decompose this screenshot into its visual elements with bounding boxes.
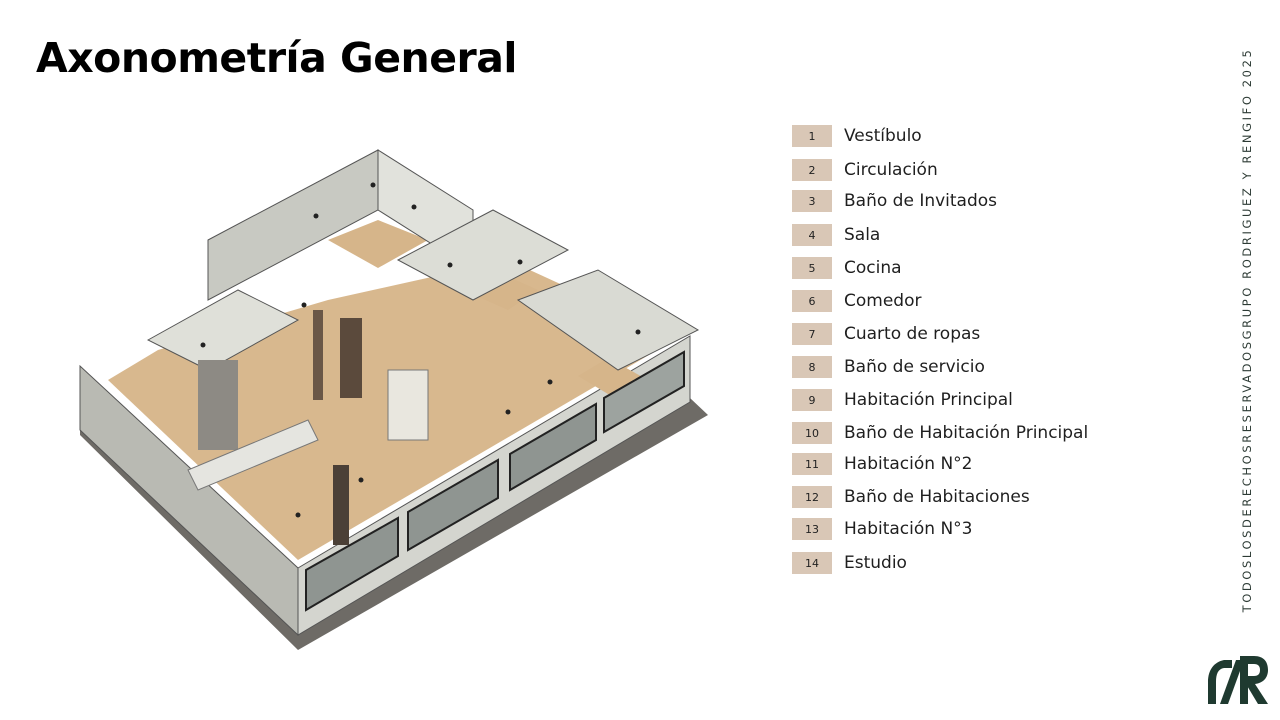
- copyright-vertical-text: TODOSLOSDERECHOSRESERVADOSGRUPO RODRIGUE…: [1240, 47, 1254, 613]
- legend-item: 13 Habitación N°3: [792, 517, 972, 541]
- legend-number: 2: [792, 159, 832, 181]
- legend-number: 11: [792, 453, 832, 475]
- legend-label: Circulación: [844, 160, 938, 180]
- legend-item: 6 Comedor: [792, 289, 921, 313]
- legend-item: 3 Baño de Invitados: [792, 189, 997, 213]
- legend-item: 5 Cocina: [792, 256, 902, 280]
- legend-item: 4 Sala: [792, 223, 880, 247]
- legend-number: 3: [792, 190, 832, 212]
- legend-label: Baño de Habitación Principal: [844, 423, 1089, 443]
- legend-label: Baño de servicio: [844, 357, 985, 377]
- legend-item: 8 Baño de servicio: [792, 355, 985, 379]
- legend-item: 12 Baño de Habitaciones: [792, 485, 1030, 509]
- legend-label: Habitación N°3: [844, 519, 973, 539]
- legend-item: 10 Baño de Habitación Principal: [792, 421, 1088, 445]
- legend-label: Sala: [844, 225, 881, 245]
- legend-item: 7 Cuarto de ropas: [792, 322, 980, 346]
- legend-number: 10: [792, 422, 832, 444]
- legend-label: Cocina: [844, 258, 902, 278]
- legend-item: 11 Habitación N°2: [792, 452, 972, 476]
- legend-label: Vestíbulo: [844, 126, 922, 146]
- legend-label: Baño de Invitados: [844, 191, 998, 211]
- legend-number: 6: [792, 290, 832, 312]
- legend-item: 14 Estudio: [792, 551, 907, 575]
- legend-number: 13: [792, 518, 832, 540]
- brand-logo: [1208, 656, 1268, 704]
- legend-number: 9: [792, 389, 832, 411]
- legend-label: Comedor: [844, 291, 922, 311]
- legend-number: 14: [792, 552, 832, 574]
- legend-item: 9 Habitación Principal: [792, 388, 1013, 412]
- legend-number: 7: [792, 323, 832, 345]
- legend-item: 2 Circulación: [792, 158, 938, 182]
- legend-label: Habitación Principal: [844, 390, 1013, 410]
- legend-label: Cuarto de ropas: [844, 324, 981, 344]
- legend-label: Baño de Habitaciones: [844, 487, 1030, 507]
- legend-number: 8: [792, 356, 832, 378]
- legend-number: 5: [792, 257, 832, 279]
- legend-number: 1: [792, 125, 832, 147]
- page-title: Axonometría General: [36, 34, 517, 82]
- legend-item: 1 Vestíbulo: [792, 124, 922, 148]
- legend-number: 12: [792, 486, 832, 508]
- legend-number: 4: [792, 224, 832, 246]
- legend-label: Habitación N°2: [844, 454, 973, 474]
- legend-label: Estudio: [844, 553, 907, 573]
- axonometric-floor-plan: [79, 149, 708, 650]
